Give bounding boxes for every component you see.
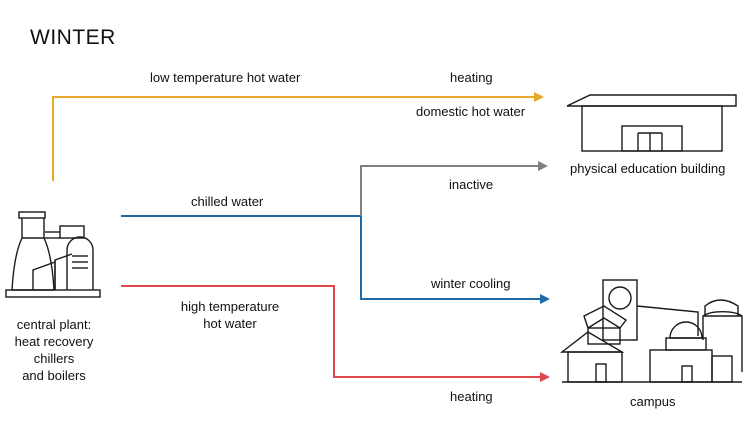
chilled-arrowhead	[540, 294, 550, 304]
central-plant-line-3: chillers	[33, 351, 75, 366]
pe-building-label: physical education building	[570, 161, 726, 176]
chilled-flow	[121, 215, 550, 304]
high-temp-arrowhead	[540, 372, 550, 382]
high-temp-label: high temperature hot water	[170, 298, 290, 332]
winter-cooling-label: winter cooling	[431, 276, 511, 291]
central-plant-line-2: heat recovery	[14, 334, 94, 349]
chilled-line	[121, 215, 540, 300]
campus-label: campus	[630, 394, 676, 409]
low-temp-flow	[52, 92, 544, 181]
heating-label-bottom: heating	[450, 389, 493, 404]
low-temp-line	[52, 96, 534, 181]
central-plant-label: central plant: heat recovery chillers an…	[2, 316, 106, 384]
campus-icon	[559, 279, 743, 383]
heating-label-top: heating	[450, 70, 493, 85]
low-temp-label: low temperature hot water	[150, 70, 301, 85]
high-temp-label-line-2: hot water	[203, 316, 257, 331]
domestic-hot-water-label: domestic hot water	[416, 104, 526, 119]
high-temp-flow	[121, 285, 550, 382]
inactive-line	[360, 165, 538, 216]
inactive-flow	[360, 161, 548, 216]
central-plant-line-1: central plant:	[16, 317, 92, 332]
high-temp-line	[121, 285, 540, 378]
chilled-water-label: chilled water	[191, 194, 264, 209]
central-plant-line-4: and boilers	[22, 368, 86, 383]
power-plant-icon	[5, 211, 101, 298]
inactive-label: inactive	[449, 177, 494, 192]
low-temp-arrowhead	[534, 92, 544, 102]
page-title: WINTER	[30, 26, 116, 49]
inactive-arrowhead	[538, 161, 548, 171]
high-temp-label-line-1: high temperature	[180, 299, 280, 314]
building-icon	[566, 94, 737, 152]
